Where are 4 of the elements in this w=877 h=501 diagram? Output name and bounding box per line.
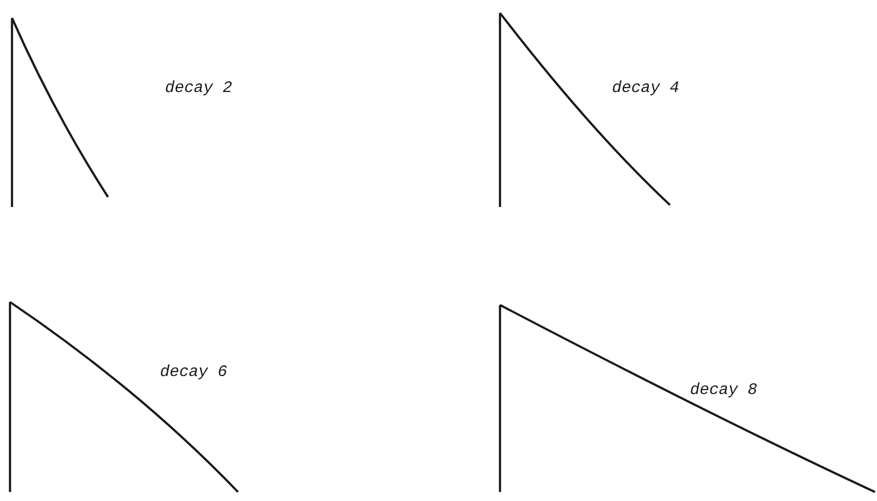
envelope-label: decay 6 (160, 362, 228, 383)
envelope-label: decay 8 (690, 380, 758, 401)
envelope-label: decay 2 (165, 78, 232, 99)
envelope-label: decay 4 (612, 78, 680, 99)
